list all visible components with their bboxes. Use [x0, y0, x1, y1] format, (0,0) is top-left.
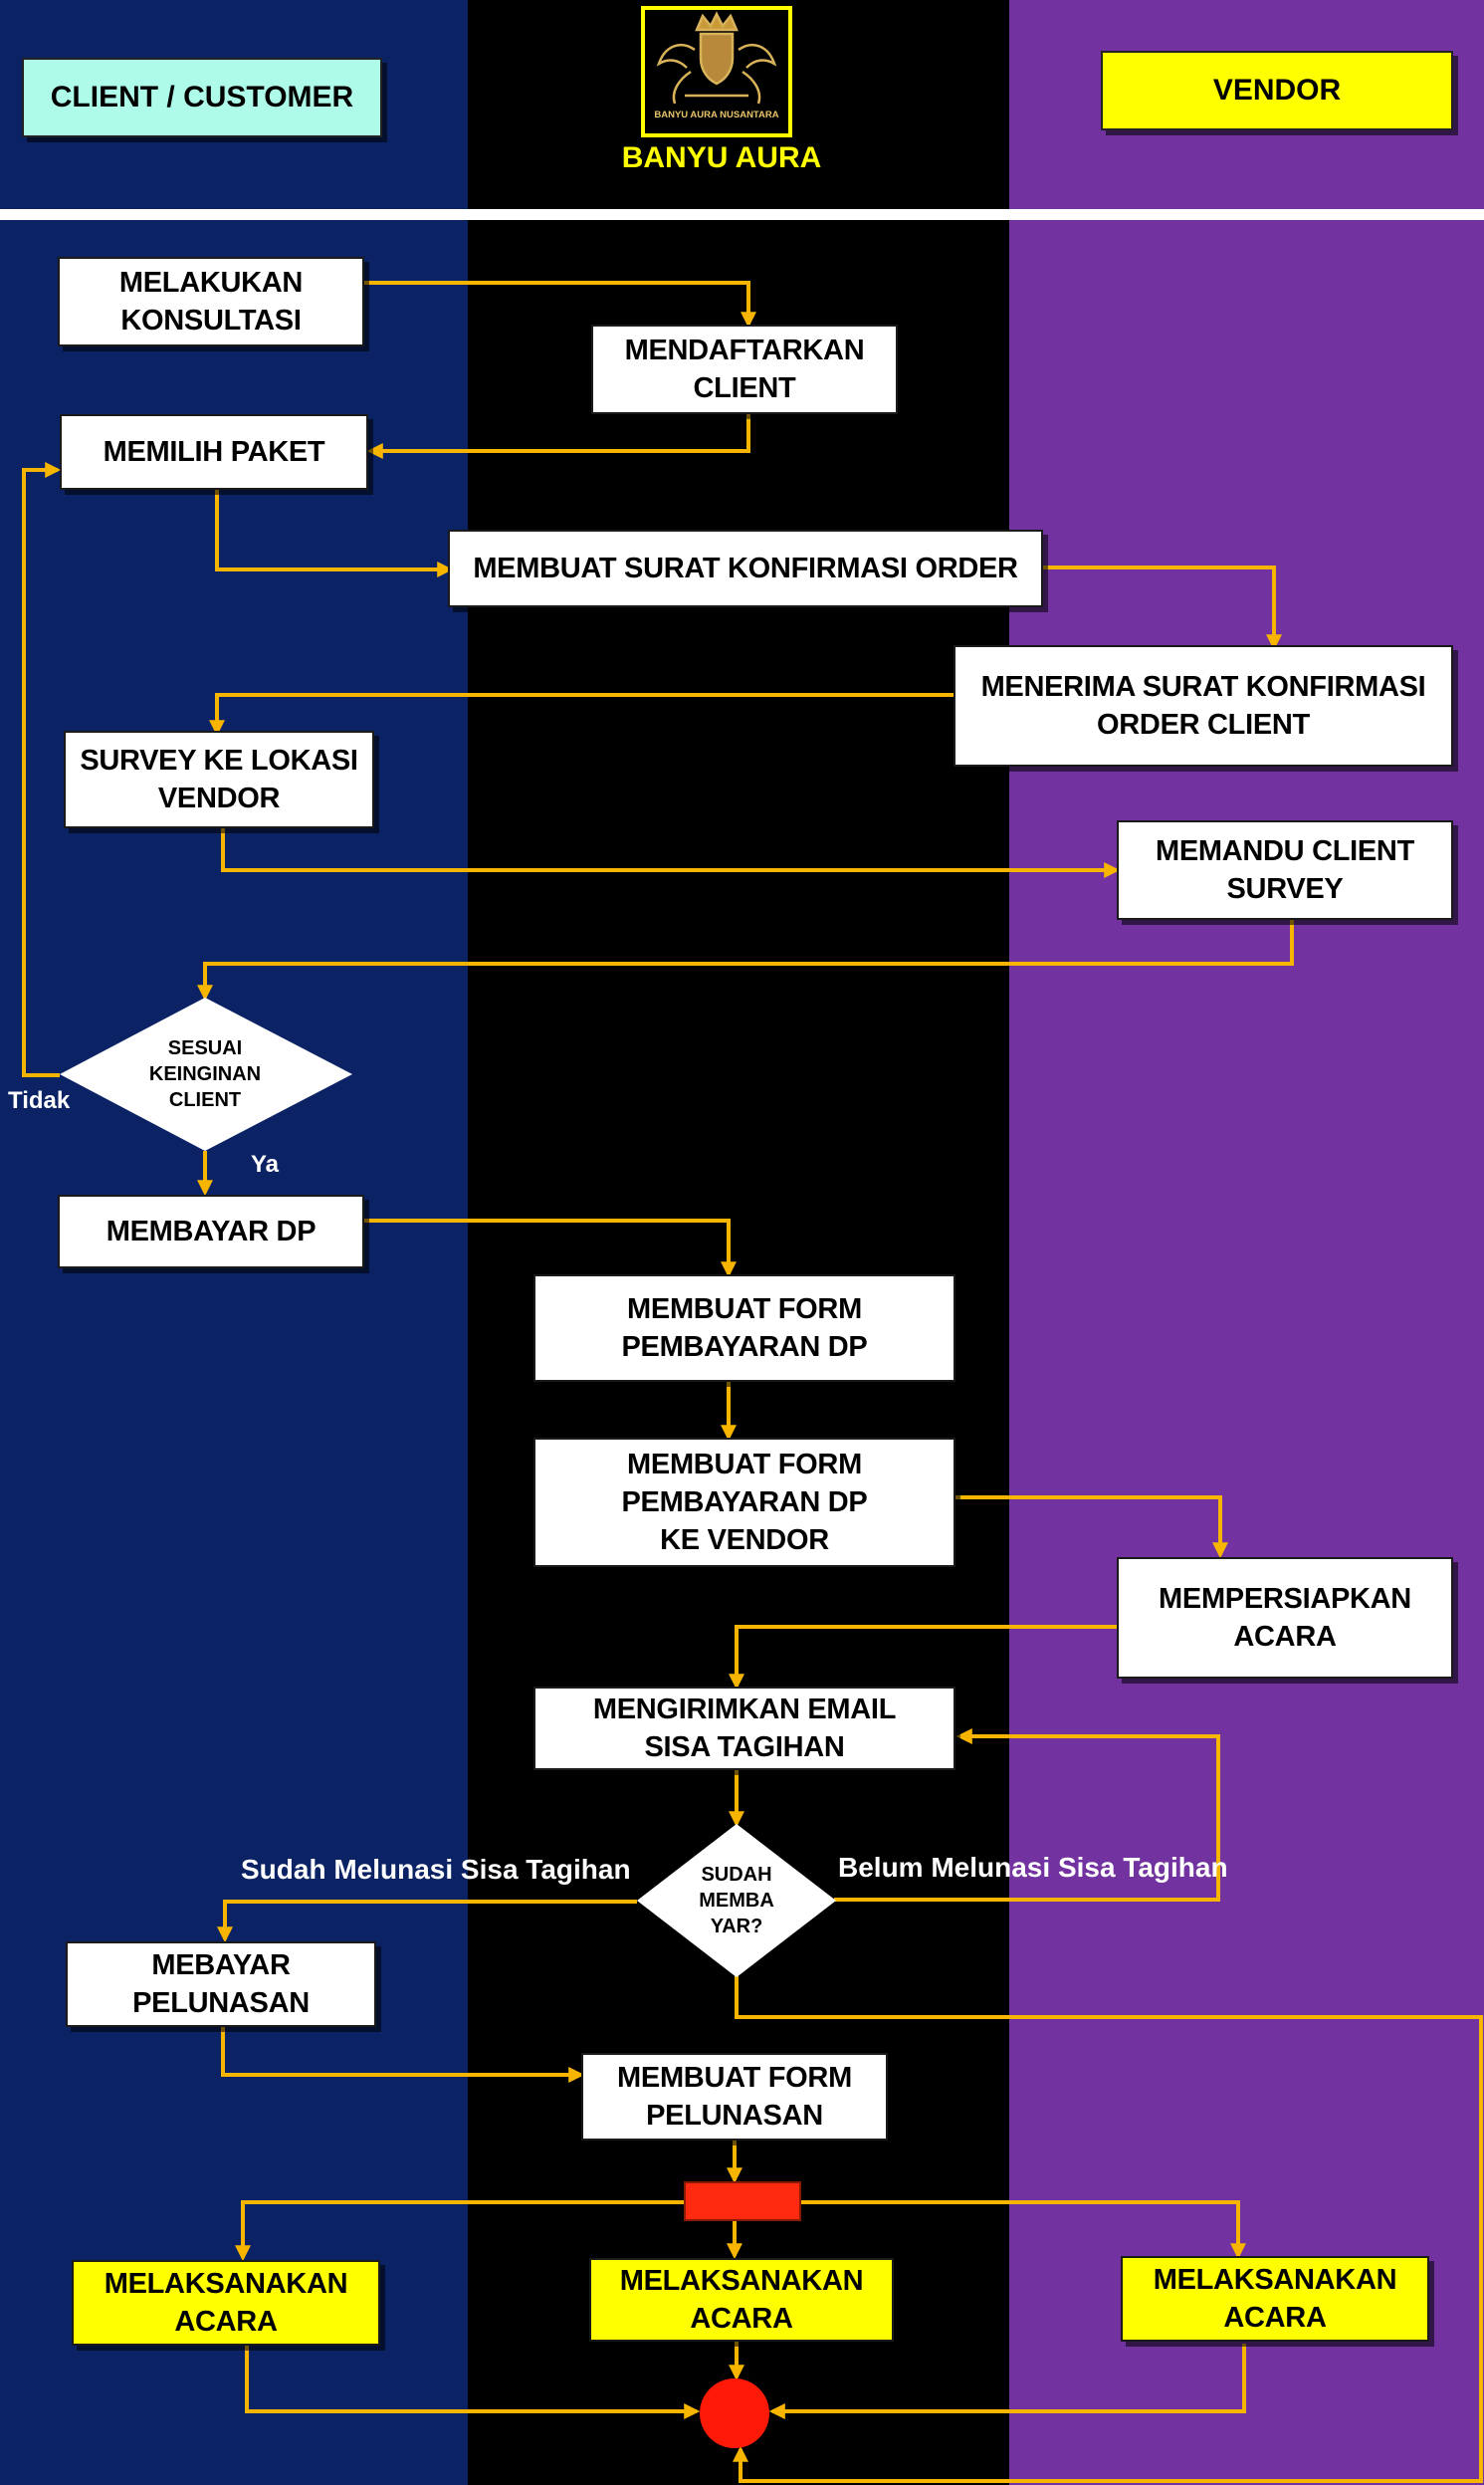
step-acara-client-label: MELAKSANAKAN ACARA — [104, 2268, 348, 2338]
decision-sesuai-diamond — [60, 998, 352, 1151]
connector-mendaftarkan-to-paket — [366, 414, 750, 459]
step-form-pelunasan-label: MEMBUAT FORM PELUNASAN — [617, 2062, 852, 2132]
step-konsultasi: MELAKUKAN KONSULTASI — [58, 257, 364, 346]
step-acara-company: MELAKSANAKAN ACARA — [589, 2258, 894, 2342]
connector-fork-to-client — [235, 2200, 687, 2262]
step-form-dp-vendor-label: MEMBUAT FORM PEMBAYARAN DP KE VENDOR — [621, 1449, 868, 1556]
step-membayar-dp-label: MEMBAYAR DP — [106, 1216, 317, 1247]
decision-sudah-membayar-label: SUDAH MEMBA YAR? — [699, 1864, 774, 1937]
step-acara-company-label: MELAKSANAKAN ACARA — [619, 2265, 864, 2335]
connector-formvendor-to-persiapan — [954, 1495, 1228, 1559]
connector-persiapan-to-email — [729, 1625, 1119, 1691]
connector-surat-to-menerima — [1043, 565, 1282, 651]
connector-belum — [834, 1728, 1220, 1902]
step-survey: SURVEY KE LOKASI VENDOR — [64, 731, 374, 828]
step-acara-vendor-label: MELAKSANAKAN ACARA — [1153, 2264, 1397, 2334]
step-acara-vendor: MELAKSANAKAN ACARA — [1121, 2256, 1429, 2342]
step-mempersiapkan: MEMPERSIAPKAN ACARA — [1117, 1557, 1453, 1679]
step-mendaftarkan-label: MENDAFTARKAN CLIENT — [624, 335, 865, 404]
step-email-tagihan: MENGIRIMKAN EMAIL SISA TAGIHAN — [533, 1687, 955, 1770]
step-memilih-paket: MEMILIH PAKET — [60, 414, 368, 490]
header-divider — [0, 209, 1484, 220]
fork-bar — [684, 2181, 801, 2221]
label-ya: Ya — [251, 1151, 280, 1178]
step-email-tagihan-label: MENGIRIMKAN EMAIL SISA TAGIHAN — [592, 1694, 897, 1763]
vendor-lane-header: VENDOR — [1101, 51, 1453, 130]
step-form-dp-vendor: MEMBUAT FORM PEMBAYARAN DP KE VENDOR — [533, 1438, 955, 1567]
step-mendaftarkan: MENDAFTARKAN CLIENT — [591, 325, 898, 414]
connector-tidak-to-paket — [22, 462, 62, 1077]
decision-sudah-membayar-diamond — [637, 1824, 836, 1977]
connector-paket-to-surat — [215, 490, 454, 577]
end-node — [700, 2378, 769, 2448]
step-surat-konfirmasi-label: MEMBUAT SURAT KONFIRMASI ORDER — [473, 553, 1018, 584]
step-memilih-paket-label: MEMILIH PAKET — [103, 436, 325, 468]
crown-shield-logo-icon: BANYU AURA NUSANTARA — [641, 6, 792, 137]
step-pelunasan-label: MEBAYAR PELUNASAN — [132, 1949, 310, 2019]
label-belum-melunasi: Belum Melunasi Sisa Tagihan — [838, 1852, 1228, 1883]
step-memandu-label: MEMANDU CLIENT SURVEY — [1155, 835, 1414, 905]
decision-sesuai-label: SESUAI KEINGINAN CLIENT — [148, 1037, 262, 1111]
connector-menerima-to-survey — [209, 693, 955, 737]
vendor-lane — [1009, 0, 1484, 2485]
step-menerima-surat: MENERIMA SURAT KONFIRMASI ORDER CLIENT — [954, 645, 1453, 767]
connector-konsultasi-to-mendaftarkan — [364, 281, 756, 329]
connector-client-to-end — [245, 2346, 701, 2419]
connector-memandu-to-decision — [197, 920, 1294, 1002]
step-surat-konfirmasi: MEMBUAT SURAT KONFIRMASI ORDER — [448, 530, 1043, 607]
connector-survey-to-memandu — [221, 826, 1121, 878]
label-tidak: Tidak — [8, 1087, 71, 1114]
logo-text: BANYU AURA NUSANTARA — [654, 110, 778, 120]
step-pelunasan: MEBAYAR PELUNASAN — [66, 1941, 376, 2027]
connector-dp-to-form — [364, 1219, 737, 1278]
step-acara-client: MELAKSANAKAN ACARA — [72, 2260, 380, 2346]
label-sudah-melunasi: Sudah Melunasi Sisa Tagihan — [241, 1854, 631, 1885]
company-lane-header: BANYU AURA — [621, 141, 822, 174]
connector-sudah — [217, 1900, 637, 1943]
step-mempersiapkan-label: MEMPERSIAPKAN ACARA — [1159, 1583, 1411, 1653]
client-lane-header: CLIENT / CUSTOMER — [22, 58, 382, 137]
step-menerima-surat-label: MENERIMA SURAT KONFIRMASI ORDER CLIENT — [980, 671, 1426, 741]
step-membayar-dp: MEMBAYAR DP — [58, 1195, 364, 1268]
connector-pelunasan-to-form — [221, 2027, 585, 2083]
step-form-pelunasan: MEMBUAT FORM PELUNASAN — [581, 2053, 888, 2141]
step-form-dp: MEMBUAT FORM PEMBAYARAN DP — [533, 1274, 955, 1382]
step-survey-label: SURVEY KE LOKASI VENDOR — [80, 745, 358, 814]
connector-vendor-to-end — [768, 2344, 1246, 2419]
connector-fork-to-vendor — [800, 2200, 1246, 2260]
connector-decision-to-end — [733, 1975, 1483, 2483]
step-konsultasi-label: MELAKUKAN KONSULTASI — [118, 267, 304, 337]
step-form-dp-label: MEMBUAT FORM PEMBAYARAN DP — [621, 1293, 868, 1363]
step-memandu: MEMANDU CLIENT SURVEY — [1117, 820, 1453, 920]
